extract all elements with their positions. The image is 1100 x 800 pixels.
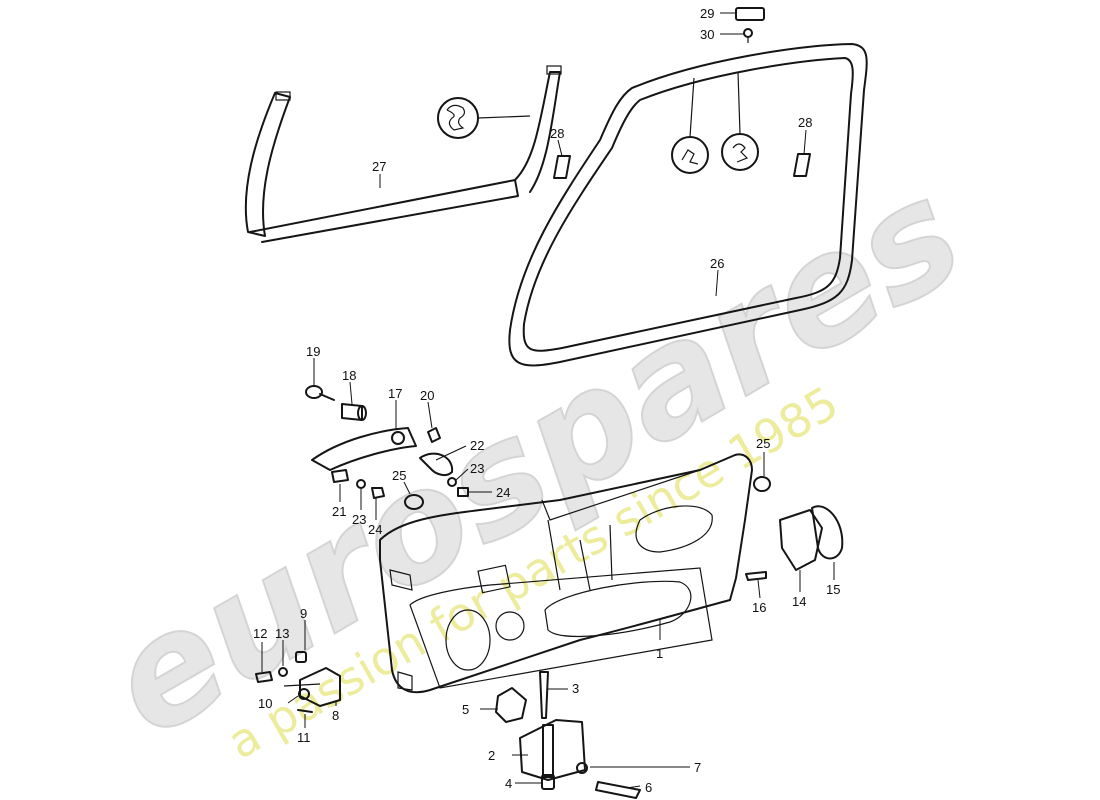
callout-14: 14 xyxy=(792,594,806,609)
check-strap-ring xyxy=(298,688,310,700)
cotter-pin xyxy=(297,709,313,713)
handle-pad xyxy=(331,469,349,483)
callout-26: 26 xyxy=(710,256,724,271)
callout-28-left: 28 xyxy=(550,126,564,141)
plug-right xyxy=(753,476,771,492)
callout-21: 21 xyxy=(332,504,346,519)
door-seal-strip xyxy=(244,65,562,243)
door-shell xyxy=(379,453,753,694)
lock-cylinder xyxy=(341,403,367,421)
callout-12: 12 xyxy=(253,626,267,641)
seal-profile-detail-right xyxy=(671,71,759,174)
callout-18: 18 xyxy=(342,368,356,383)
callout-23-right: 23 xyxy=(470,461,484,476)
door-key xyxy=(305,385,335,401)
washer-right xyxy=(447,477,457,487)
callout-23-left: 23 xyxy=(352,512,366,527)
callout-15: 15 xyxy=(826,582,840,597)
callout-10: 10 xyxy=(258,696,272,711)
check-strap-pin-head xyxy=(295,651,307,663)
callout-3: 3 xyxy=(572,681,579,696)
callout-9: 9 xyxy=(300,606,307,621)
hinge-plate xyxy=(495,687,527,723)
seal-wedge-right xyxy=(793,153,811,177)
leader-lines xyxy=(261,12,835,789)
seal-profile-detail-left xyxy=(437,97,531,139)
callout-6: 6 xyxy=(645,780,652,795)
seal-wedge-left xyxy=(553,155,571,179)
callout-1: 1 xyxy=(656,646,663,661)
check-strap-washer xyxy=(278,667,288,677)
callout-11: 11 xyxy=(297,730,311,745)
check-strap-bolt xyxy=(255,671,273,683)
outer-door-handle xyxy=(311,427,417,471)
callout-25-left: 25 xyxy=(392,468,406,483)
callout-22: 22 xyxy=(470,438,484,453)
callout-28-right: 28 xyxy=(798,115,812,130)
callout-27: 27 xyxy=(372,159,386,174)
handle-clip xyxy=(427,427,441,443)
callout-2: 2 xyxy=(488,748,495,763)
hinge-bushing xyxy=(541,774,555,790)
handle-seal xyxy=(419,452,454,477)
callout-19: 19 xyxy=(306,344,320,359)
callout-24-left: 24 xyxy=(368,522,382,537)
hinge-bolt xyxy=(595,781,641,799)
callout-17: 17 xyxy=(388,386,402,401)
plug-left xyxy=(404,494,424,510)
callout-29: 29 xyxy=(700,6,714,21)
door-hinge xyxy=(519,719,586,781)
callout-8: 8 xyxy=(332,708,339,723)
callout-4: 4 xyxy=(505,776,512,791)
callout-13: 13 xyxy=(275,626,289,641)
rubber-buffer xyxy=(735,7,765,21)
callout-7: 7 xyxy=(694,760,701,775)
callout-20: 20 xyxy=(420,388,434,403)
callout-25-right: 25 xyxy=(756,436,770,451)
buffer-screw xyxy=(743,28,753,43)
striker-gasket xyxy=(811,505,844,560)
hinge-washer xyxy=(576,762,588,774)
callout-30: 30 xyxy=(700,27,714,42)
hinge-pin xyxy=(539,671,549,719)
striker-plate xyxy=(779,509,823,571)
callout-16: 16 xyxy=(752,600,766,615)
callout-labels: 1 2 3 4 5 6 7 8 9 10 11 12 13 14 15 16 1… xyxy=(253,6,840,795)
striker-screw xyxy=(745,571,767,581)
callout-24-right: 24 xyxy=(496,485,510,500)
nut-right xyxy=(457,487,469,497)
window-frame-seal xyxy=(508,43,868,367)
nut-left xyxy=(371,487,385,499)
callout-5: 5 xyxy=(462,702,469,717)
